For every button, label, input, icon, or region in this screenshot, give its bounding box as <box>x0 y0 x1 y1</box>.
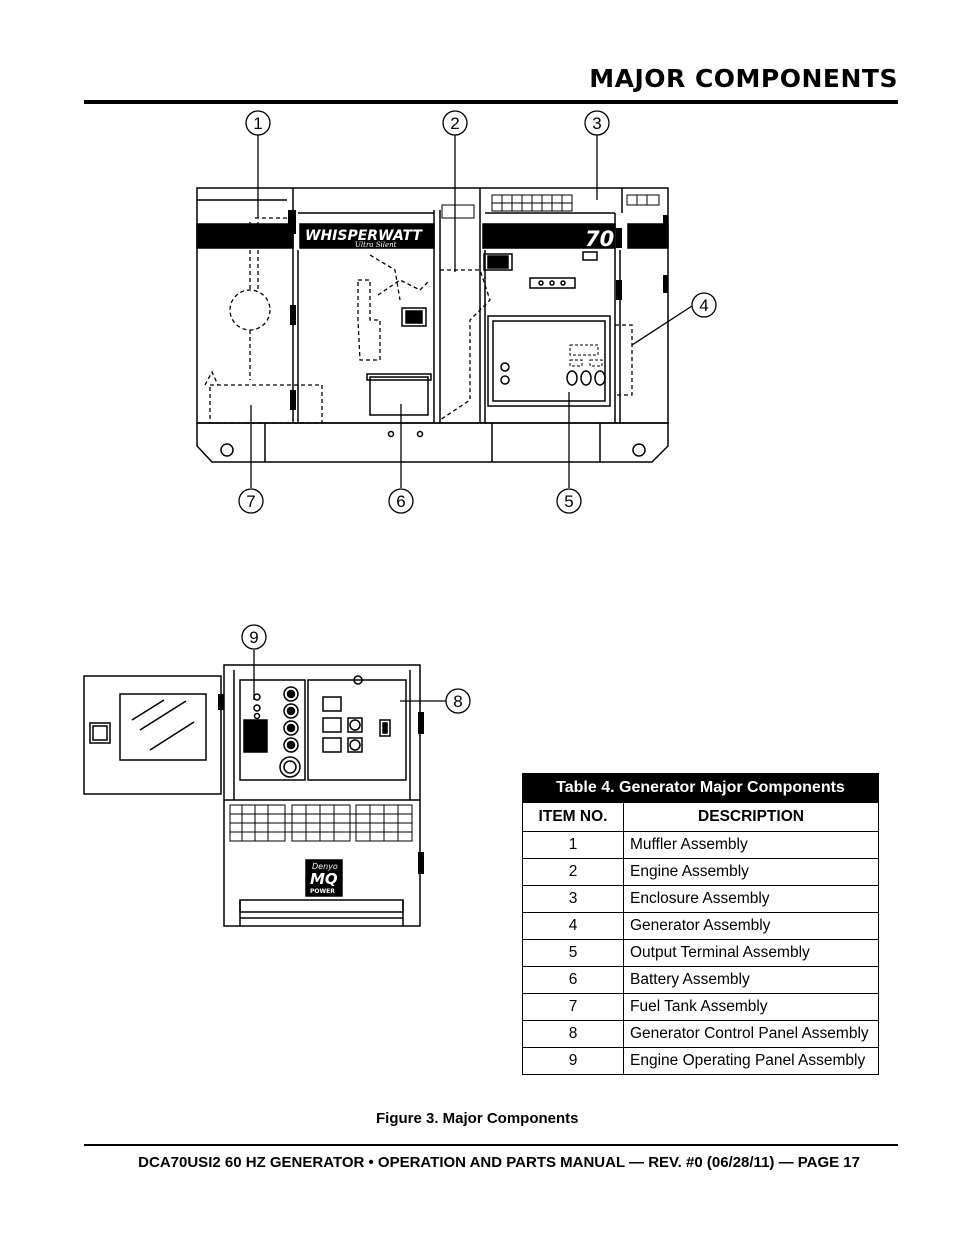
components-table: Table 4. Generator Major Components ITEM… <box>522 773 879 1075</box>
whisperwatt-badge: WHISPERWATT <box>305 228 423 244</box>
callout-7: 7 <box>246 492 255 511</box>
item-description: Fuel Tank Assembly <box>623 993 879 1021</box>
item-number: 7 <box>522 993 624 1021</box>
callout-2: 2 <box>450 114 459 133</box>
footer-rule <box>84 1144 898 1146</box>
page-title: MAJOR COMPONENTS <box>589 64 898 93</box>
callout-4: 4 <box>699 296 708 315</box>
callout-8: 8 <box>453 692 462 711</box>
callout-5: 5 <box>564 492 573 511</box>
power-logo-text: POWER <box>310 888 335 895</box>
generator-front-view: Denyo MQ POWER <box>83 664 424 927</box>
item-number: 4 <box>522 912 624 940</box>
column-header-item: ITEM NO. <box>522 802 624 832</box>
item-description: Engine Assembly <box>623 858 879 886</box>
denyo-logo-text: Denyo <box>312 862 338 871</box>
callout-9: 9 <box>249 628 258 647</box>
item-description: Engine Operating Panel Assembly <box>623 1047 879 1075</box>
item-description: Generator Assembly <box>623 912 879 940</box>
item-description: Battery Assembly <box>623 966 879 994</box>
item-description: Muffler Assembly <box>623 831 879 859</box>
item-description: Output Terminal Assembly <box>623 939 879 967</box>
callout-6: 6 <box>396 492 405 511</box>
item-number: 9 <box>522 1047 624 1075</box>
item-description: Enclosure Assembly <box>623 885 879 913</box>
item-number: 6 <box>522 966 624 994</box>
figure-caption: Figure 3. Major Components <box>376 1110 579 1127</box>
item-number: 5 <box>522 939 624 967</box>
item-number: 2 <box>522 858 624 886</box>
callouts: 1 2 3 4 5 6 7 8 9 <box>238 110 717 714</box>
item-number: 1 <box>522 831 624 859</box>
item-description: Generator Control Panel Assembly <box>623 1020 879 1048</box>
column-header-description: DESCRIPTION <box>623 802 879 832</box>
table-title: Table 4. Generator Major Components <box>522 773 879 803</box>
callout-3: 3 <box>592 114 601 133</box>
item-number: 3 <box>522 885 624 913</box>
mq-logo-text: MQ <box>310 870 338 888</box>
page-footer: DCA70USI2 60 HZ GENERATOR • OPERATION AN… <box>138 1154 860 1171</box>
whisperwatt-subtext: Ultra Silent <box>355 241 397 249</box>
callout-1: 1 <box>253 114 262 133</box>
model-number-badge: 70 <box>585 227 614 251</box>
title-rule <box>84 100 898 104</box>
item-number: 8 <box>522 1020 624 1048</box>
generator-side-view: WHISPERWATT Ultra Silent 70 <box>196 187 669 463</box>
